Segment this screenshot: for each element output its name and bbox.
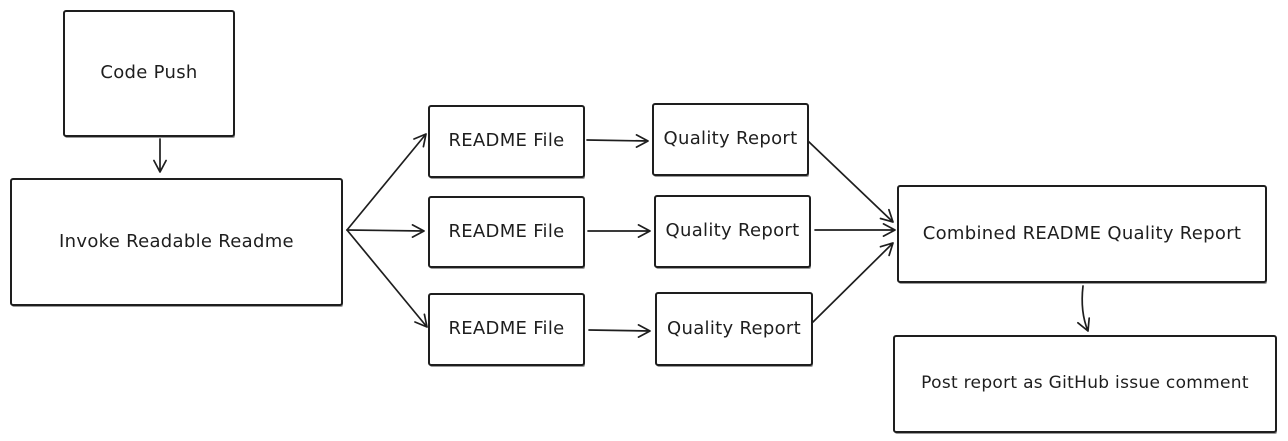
- arrow-readme-3-to-quality-3: [588, 324, 651, 338]
- node-code-push: Code Push: [63, 10, 235, 137]
- arrow-invoke-to-readme-1: [346, 133, 427, 231]
- node-quality-report-3-label: Quality Report: [667, 317, 801, 339]
- node-invoke-readable-readme-label: Invoke Readable Readme: [59, 230, 294, 252]
- arrow-quality-1-to-combined: [807, 140, 894, 223]
- node-invoke-readable-readme: Invoke Readable Readme: [10, 178, 343, 306]
- node-post-github-comment: Post report as GitHub issue comment: [893, 335, 1277, 433]
- node-combined-quality-report: Combined README Quality Report: [897, 185, 1267, 283]
- arrow-invoke-to-readme-3: [346, 229, 428, 328]
- arrow-quality-2-to-combined: [814, 223, 896, 237]
- node-readme-file-2-label: README File: [448, 220, 565, 242]
- arrow-code-push-to-invoke: [153, 138, 167, 173]
- node-readme-file-3: README File: [428, 293, 585, 366]
- node-readme-file-3-label: README File: [448, 318, 565, 340]
- node-quality-report-3: Quality Report: [655, 292, 813, 366]
- arrow-quality-3-to-combined: [812, 242, 894, 323]
- node-code-push-label: Code Push: [100, 62, 198, 84]
- node-quality-report-2: Quality Report: [654, 195, 811, 268]
- arrow-readme-2-to-quality-2: [587, 224, 651, 238]
- node-combined-quality-report-label: Combined README Quality Report: [922, 222, 1242, 244]
- node-post-github-comment-label: Post report as GitHub issue comment: [921, 373, 1249, 394]
- node-readme-file-2: README File: [428, 196, 585, 268]
- node-readme-file-1-label: README File: [448, 130, 565, 152]
- node-quality-report-1: Quality Report: [652, 103, 809, 176]
- node-quality-report-2-label: Quality Report: [665, 220, 800, 242]
- arrow-readme-1-to-quality-1: [586, 134, 649, 148]
- node-quality-report-1-label: Quality Report: [663, 128, 798, 150]
- node-readme-file-1: README File: [428, 105, 585, 178]
- arrow-invoke-to-readme-2: [346, 224, 425, 238]
- arrow-combined-to-post: [1077, 285, 1091, 332]
